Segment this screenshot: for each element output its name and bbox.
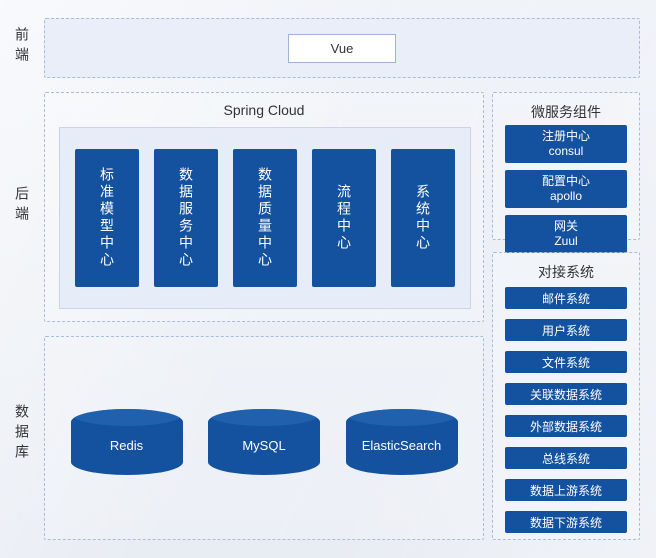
- docking-systems-list: 邮件系统 用户系统 文件系统 关联数据系统 外部数据系统 总线系统 数据上游系统…: [505, 287, 627, 533]
- ms-item-gateway-zuul: 网关 Zuul: [505, 215, 627, 253]
- spring-cloud-panel: Spring Cloud 标准模型中心 数据服务中心 数据质量中心 流程中心 系…: [44, 92, 484, 322]
- pillar-process-center: 流程中心: [312, 149, 376, 287]
- ms-item-name: 配置中心: [541, 174, 590, 188]
- microservices-list: 注册中心 consul 配置中心 apollo 网关 Zuul: [505, 125, 627, 253]
- database-panel: Redis MySQL ElasticSearch: [44, 336, 484, 540]
- dock-item-data-upstream-system: 数据上游系统: [505, 479, 627, 501]
- vue-node: Vue: [288, 33, 396, 63]
- db-cylinder-mysql: MySQL: [208, 409, 320, 475]
- ms-item-config-apollo: 配置中心 apollo: [505, 170, 627, 208]
- pillar-label: 系统中心: [415, 184, 431, 252]
- ms-item-registry-consul: 注册中心 consul: [505, 125, 627, 163]
- docking-systems-title: 对接系统: [538, 264, 594, 280]
- dock-item-external-data-system: 外部数据系统: [505, 415, 627, 437]
- ms-item-tech: apollo: [549, 189, 583, 203]
- db-label: ElasticSearch: [361, 437, 442, 453]
- dock-item-bus-system: 总线系统: [505, 447, 627, 469]
- db-label: Redis: [109, 437, 144, 453]
- pillar-system-center: 系统中心: [391, 149, 455, 287]
- dock-item-related-data-system: 关联数据系统: [505, 383, 627, 405]
- db-cylinder-elasticsearch: ElasticSearch: [345, 409, 458, 475]
- dock-item-user-system: 用户系统: [505, 319, 627, 341]
- section-label-backend: 后端: [14, 186, 30, 226]
- ms-item-name: 注册中心: [541, 129, 590, 143]
- db-cylinder-redis: Redis: [70, 409, 183, 475]
- microservices-panel: 微服务组件 注册中心 consul 配置中心 apollo 网关 Zuul: [492, 92, 640, 253]
- spring-cloud-inner: 标准模型中心 数据服务中心 数据质量中心 流程中心 系统中心: [59, 127, 471, 309]
- db-label: MySQL: [242, 437, 286, 453]
- dock-item-data-downstream-system: 数据下游系统: [505, 511, 627, 533]
- spring-cloud-title: Spring Cloud: [223, 102, 305, 118]
- pillar-label: 数据质量中心: [257, 167, 273, 269]
- dock-item-mail-system: 邮件系统: [505, 287, 627, 309]
- ms-item-tech: consul: [548, 144, 584, 158]
- pillar-data-service-center: 数据服务中心: [154, 149, 218, 287]
- database-row: Redis MySQL ElasticSearch: [45, 409, 483, 475]
- pillar-data-quality-center: 数据质量中心: [233, 149, 297, 287]
- pillar-standard-model-center: 标准模型中心: [75, 149, 139, 287]
- section-label-frontend: 前端: [14, 27, 30, 67]
- pillar-label: 流程中心: [336, 184, 352, 252]
- dock-item-file-system: 文件系统: [505, 351, 627, 373]
- pillar-label: 标准模型中心: [99, 167, 115, 269]
- section-label-database: 数据库: [14, 404, 30, 464]
- microservices-title: 微服务组件: [531, 104, 601, 120]
- frontend-panel: Vue: [44, 18, 640, 78]
- ms-item-name: 网关: [553, 219, 578, 233]
- ms-item-tech: Zuul: [554, 234, 578, 248]
- docking-systems-panel: 对接系统 邮件系统 用户系统 文件系统 关联数据系统 外部数据系统 总线系统 数…: [492, 252, 640, 540]
- pillar-label: 数据服务中心: [178, 167, 194, 269]
